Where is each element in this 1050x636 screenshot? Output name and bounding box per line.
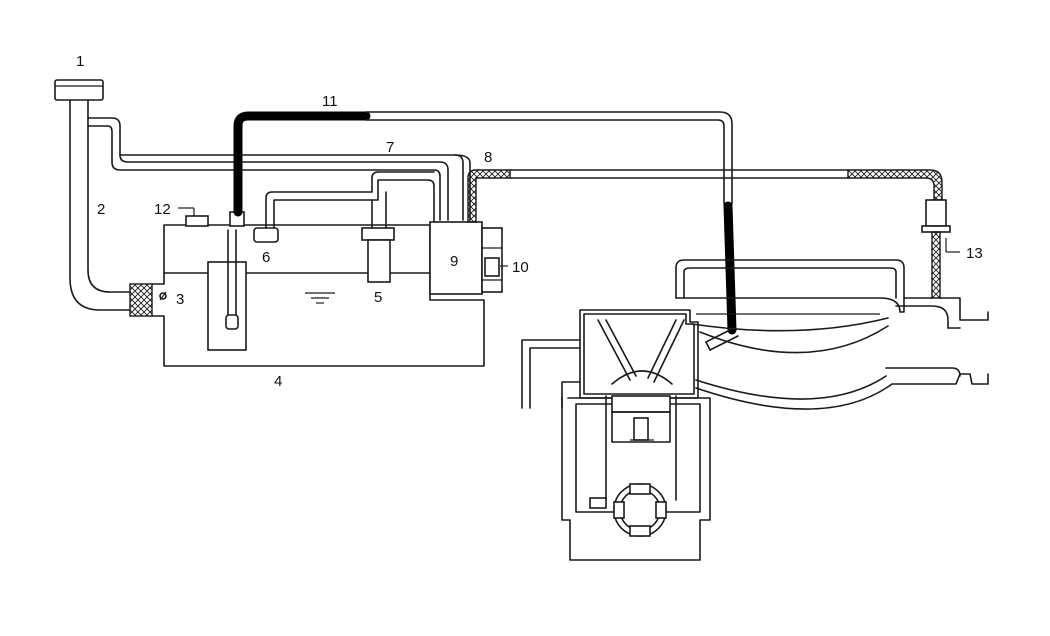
callout-13: 13 <box>966 245 983 262</box>
callout-2: 2 <box>97 201 105 218</box>
fuel-pump-module <box>207 229 247 351</box>
filler-neck-pipe <box>69 99 131 311</box>
filler-cap <box>54 79 104 101</box>
callout-6: 6 <box>262 249 270 266</box>
callout-3: 3 <box>176 291 184 308</box>
callout-1: 1 <box>76 53 84 70</box>
callout-12: 12 <box>154 201 171 218</box>
check-valve <box>129 283 167 317</box>
vent-valve-5 <box>361 227 395 283</box>
leader-lines <box>178 207 508 267</box>
callout-8: 8 <box>484 149 492 166</box>
callout-11: 11 <box>322 93 338 110</box>
callout-10: 10 <box>512 259 529 276</box>
callout-4: 4 <box>274 373 282 390</box>
rollover-valve-6 <box>253 227 279 243</box>
engine-intake-manifold <box>675 259 989 410</box>
engine-block <box>521 309 739 561</box>
callout-9: 9 <box>450 253 458 270</box>
canister-close-valve <box>481 227 503 293</box>
purge-hose-8 <box>467 169 943 223</box>
callout-7: 7 <box>386 139 394 156</box>
purge-solenoid-valve <box>921 199 960 299</box>
vapor-hose-11 <box>233 111 737 335</box>
callout-5: 5 <box>374 289 382 306</box>
canister <box>429 221 483 295</box>
filler-vent-tube <box>87 117 471 221</box>
valve-link-tube <box>265 171 435 229</box>
